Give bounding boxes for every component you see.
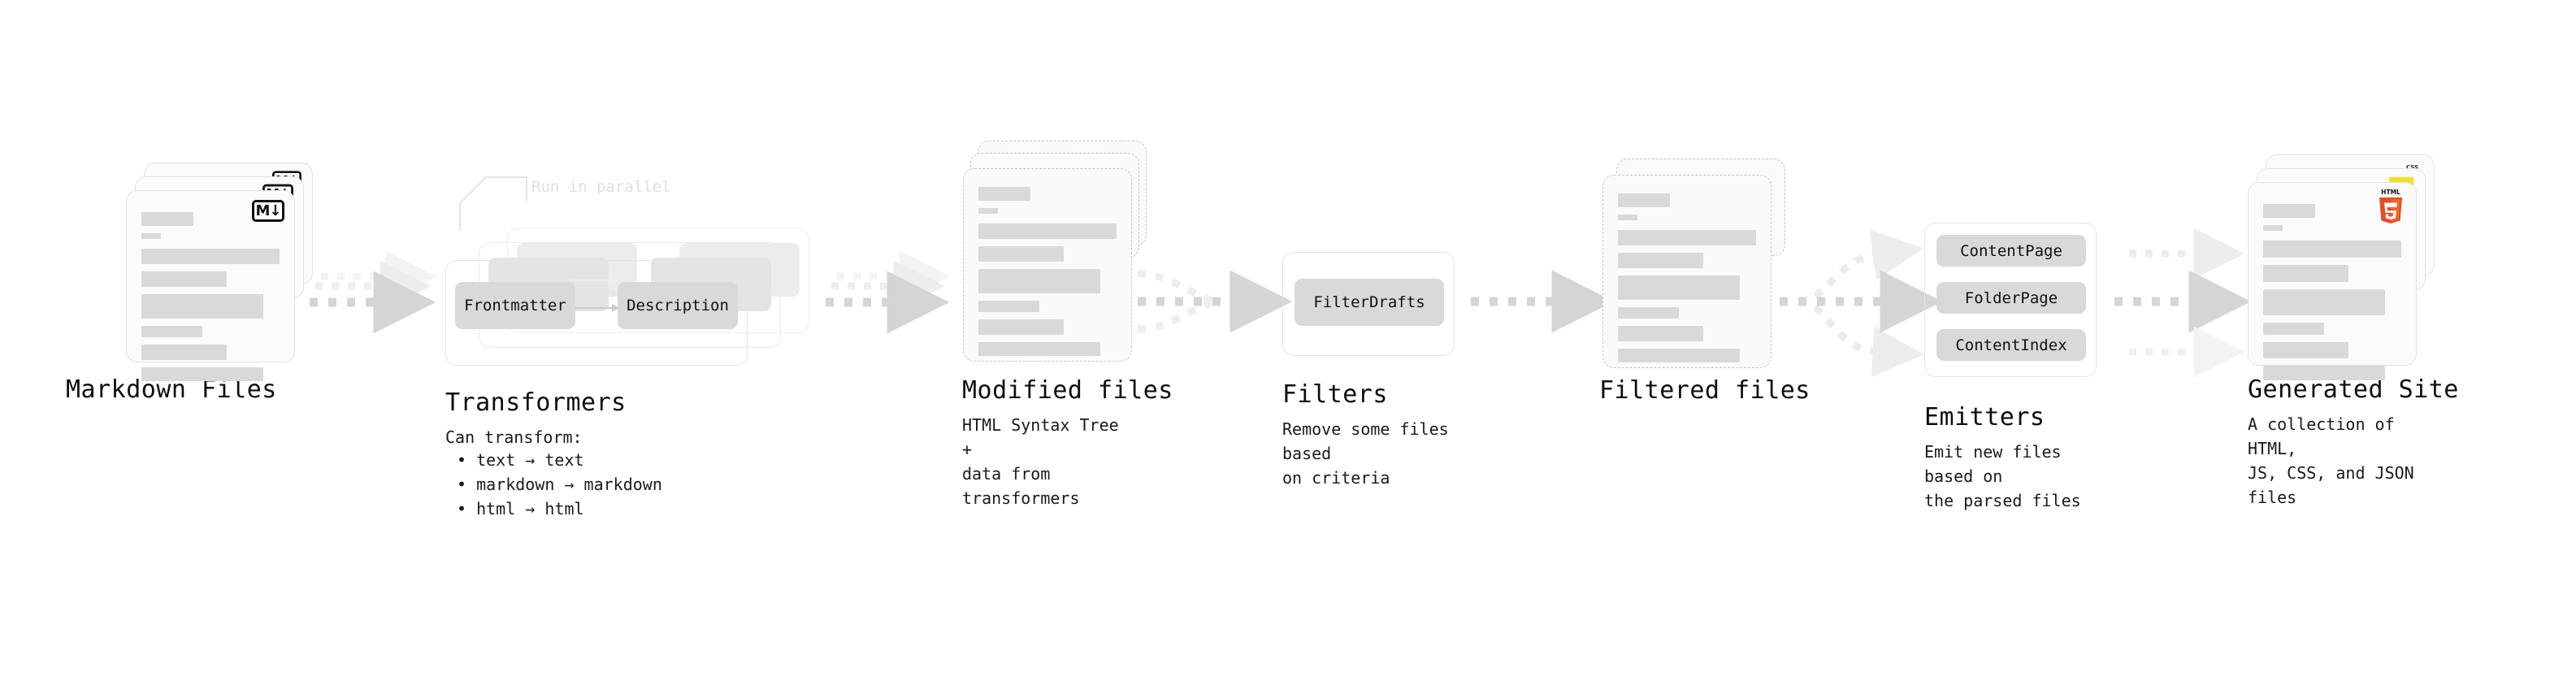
conn-filtered-to-emitters [1780, 229, 1943, 378]
stage-modified-files: Modified files HTML Syntax Tree + data f… [962, 141, 1173, 508]
stage-desc-transformers: Can transform: [445, 427, 583, 447]
conn-emitters-to-site [2114, 228, 2252, 378]
card-skeleton [141, 212, 280, 388]
card-skeleton [1618, 193, 1756, 370]
stage-emitters: ContentPage FolderPage ContentIndex Emit… [1924, 223, 2097, 510]
markdown-card-front: M↓ [126, 190, 295, 381]
conn-modified-to-filters [1137, 270, 1293, 333]
markdown-badge: M↓ [252, 200, 284, 222]
html5-badge: HTML [2377, 188, 2405, 223]
stage-title-transformers: Transformers [445, 388, 627, 417]
generated-card-stack: CSS HTML [2248, 154, 2435, 380]
filtered-card-stack [1602, 158, 1785, 378]
stage-title-emitters: Emitters [1924, 403, 2045, 432]
stage-title-filters: Filters [1282, 380, 1388, 409]
card-skeleton [2263, 204, 2401, 388]
conn-md-to-transformers [310, 250, 437, 334]
emitters-panel[interactable]: ContentPage FolderPage ContentIndex [1924, 223, 2097, 377]
stage-filters: FilterDrafts Filters Remove some files b… [1282, 252, 1455, 488]
stage-markdown-files: M↓ M↓ M↓ Markdown Files [66, 163, 313, 404]
stage-transformers: Run in parallel Frontmatter Description … [445, 178, 868, 518]
svg-text:HTML: HTML [2381, 189, 2400, 196]
transformer-chip-description[interactable]: Description [618, 282, 738, 329]
transformer-chip-frontmatter[interactable]: Frontmatter [455, 282, 575, 329]
stage-desc-generated-site: A collection of HTML, JS, CSS, and JSON … [2248, 414, 2414, 507]
stage-desc-modified-files: HTML Syntax Tree + data from transformer… [962, 415, 1119, 508]
list-item: • text → text [457, 450, 584, 470]
list-item: • html → html [457, 499, 584, 518]
transformer-panel-front[interactable]: Frontmatter Description [445, 260, 748, 366]
stage-title-modified-files: Modified files [962, 376, 1173, 405]
stage-desc-filters: Remove some files based on criteria [1282, 419, 1449, 488]
stage-filtered-files: Filtered files [1599, 158, 1810, 405]
emitter-chip-folderpage[interactable]: FolderPage [1936, 282, 2086, 314]
transform-flow-arrows [570, 276, 620, 312]
stage-desc-emitters: Emit new files based on the parsed files [1924, 442, 2081, 510]
filters-panel[interactable]: FilterDrafts [1282, 252, 1455, 356]
run-in-parallel-label: Run in parallel [531, 178, 671, 196]
stage-title-filtered-files: Filtered files [1599, 376, 1811, 405]
list-item: • markdown → markdown [457, 475, 662, 494]
card-skeleton [978, 187, 1117, 363]
markdown-card-stack: M↓ M↓ M↓ [126, 163, 313, 381]
filter-chip-filterdrafts[interactable]: FilterDrafts [1295, 279, 1444, 326]
filtered-card-front [1602, 175, 1772, 368]
emitter-chip-contentindex[interactable]: ContentIndex [1936, 329, 2086, 361]
modified-card-stack [963, 141, 1147, 370]
emitter-chip-contentpage[interactable]: ContentPage [1936, 235, 2086, 267]
modified-card-front [963, 168, 1132, 362]
stage-generated-site: CSS HTML [2248, 154, 2458, 507]
transform-bullet-list: • text → text • markdown → markdown • ht… [457, 448, 662, 521]
generated-card-html: HTML [2248, 182, 2417, 380]
